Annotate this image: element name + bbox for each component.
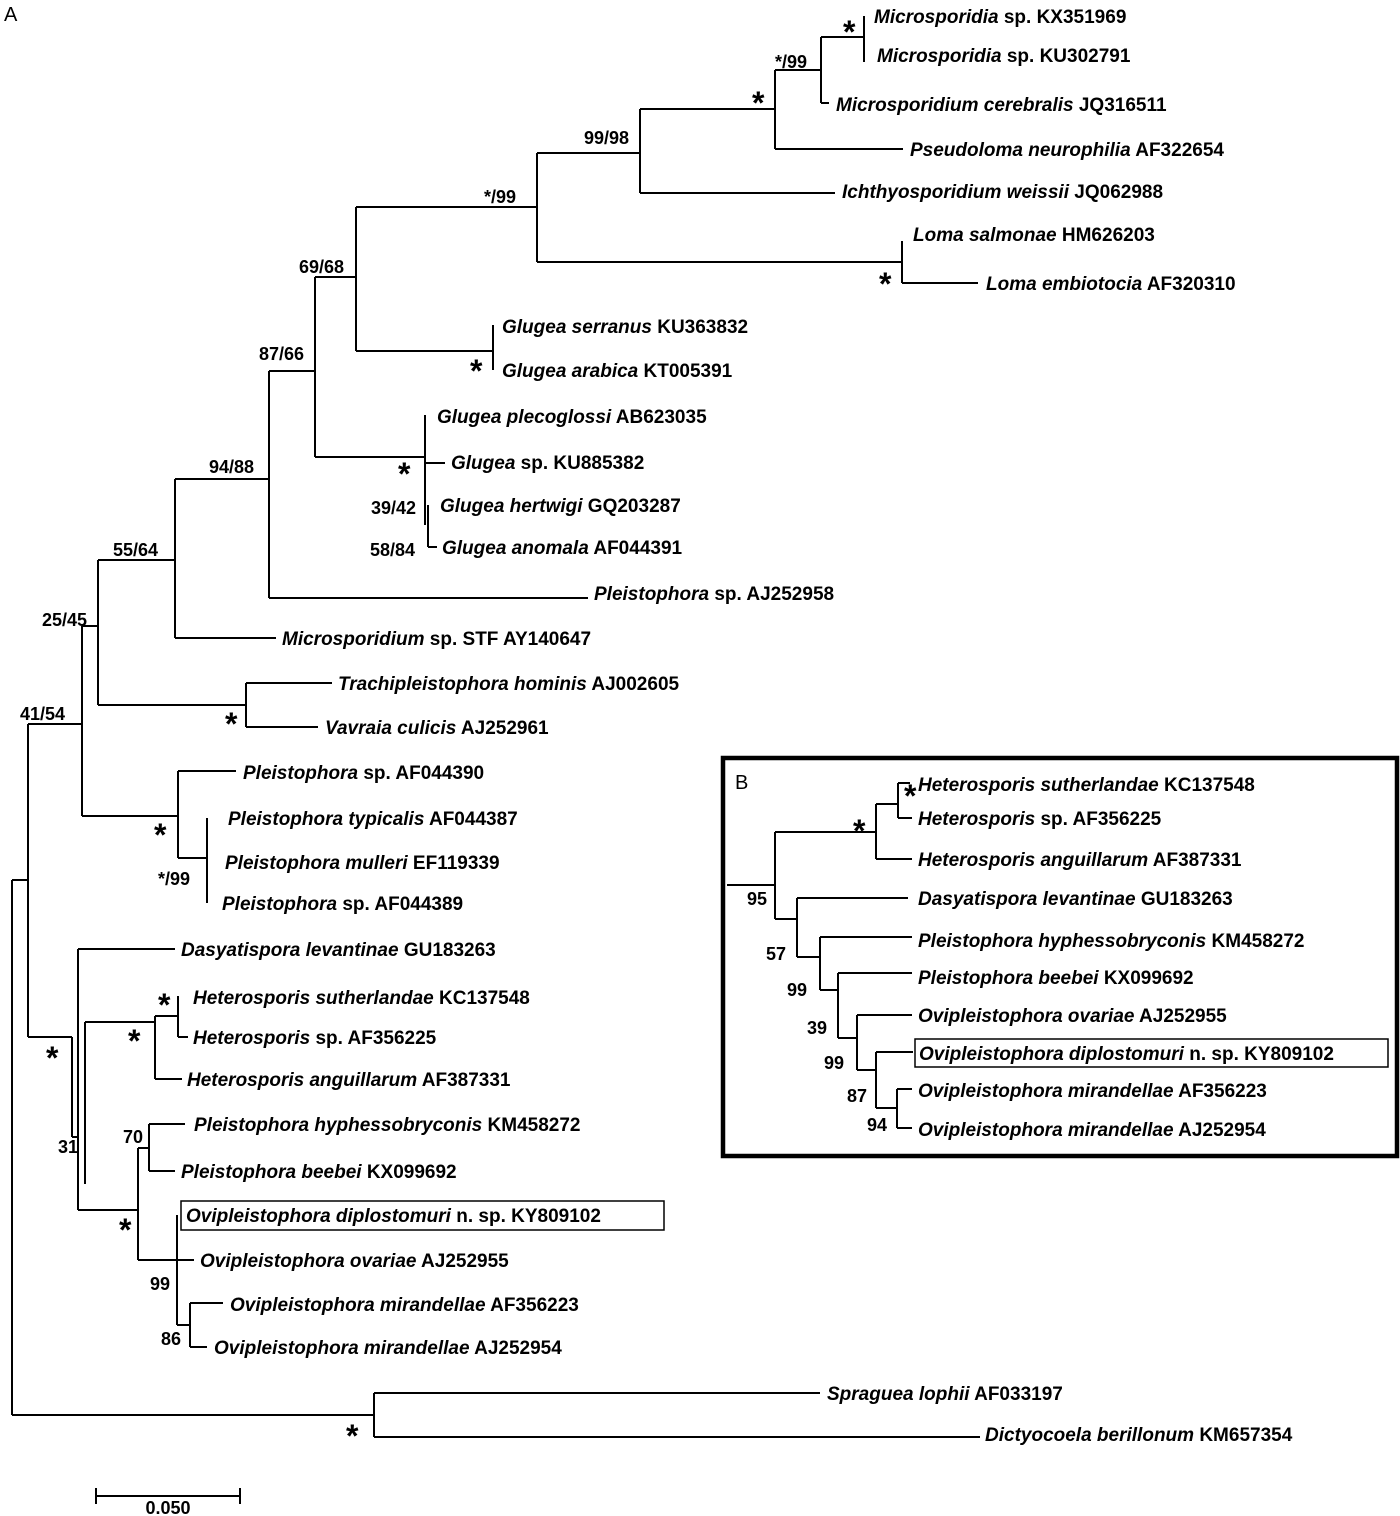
taxon-label: Heterosporis sp. AF356225: [193, 1028, 437, 1049]
support-value: 94/88: [209, 457, 254, 477]
support-value: 99: [150, 1274, 170, 1294]
support-value: 99/98: [584, 128, 629, 148]
panel-b-branches: [727, 782, 913, 1129]
support-value: 99: [824, 1053, 844, 1073]
support-value: */99: [158, 869, 190, 889]
support-value: 86: [161, 1329, 181, 1349]
support-value: 57: [766, 944, 786, 964]
taxon-label: Microsporidia sp. KX351969: [874, 7, 1126, 28]
support-value: *: [843, 14, 856, 50]
support-value: 94: [867, 1115, 887, 1135]
panel-a-taxa: Microsporidia sp. KX351969 Microsporidia…: [180, 7, 1293, 1446]
taxon-label: Spraguea lophii AF033197: [827, 1384, 1063, 1405]
taxon-label: Pleistophora hyphessobryconis KM458272: [918, 931, 1304, 952]
taxon-label: Glugea serranus KU363832: [502, 317, 748, 338]
taxon-label: Heterosporis sutherlandae KC137548: [918, 775, 1255, 796]
support-value: 87: [847, 1086, 867, 1106]
support-value: *: [398, 456, 411, 492]
panel-a-support-values: * */99 * 99/98 */99 * 69/68 * 87/66 * 39…: [20, 14, 892, 1454]
support-value: *: [879, 266, 892, 302]
taxon-label: Trachipleistophora hominis AJ002605: [338, 674, 680, 695]
taxon-label: Loma salmonae HM626203: [913, 225, 1155, 246]
taxon-label: Ichthyosporidium weissii JQ062988: [842, 182, 1163, 203]
support-value: *: [752, 85, 765, 121]
taxon-label: Ovipleistophora mirandellae AJ252954: [214, 1338, 562, 1359]
taxon-label: Heterosporis sutherlandae KC137548: [193, 988, 530, 1009]
support-value: 99: [787, 980, 807, 1000]
support-value: *: [128, 1023, 141, 1059]
support-value: *: [904, 778, 917, 814]
taxon-label: Vavraia culicis AJ252961: [325, 718, 549, 739]
support-value: 39: [807, 1018, 827, 1038]
support-value: 70: [123, 1127, 143, 1147]
support-value: *: [119, 1212, 132, 1248]
support-value: 39/42: [371, 498, 416, 518]
support-value: 69/68: [299, 257, 344, 277]
support-value: *: [470, 353, 483, 389]
taxon-label: Ovipleistophora mirandellae AJ252954: [918, 1120, 1266, 1141]
panel-a-branches: [11, 16, 980, 1438]
taxon-label: Microsporidia sp. KU302791: [877, 46, 1131, 67]
taxon-label: Glugea plecoglossi AB623035: [437, 407, 707, 428]
support-value: 58/84: [370, 540, 415, 560]
taxon-label: Heterosporis anguillarum AF387331: [187, 1070, 511, 1091]
taxon-label-new-species: Ovipleistophora diplostomuri n. sp. KY80…: [186, 1206, 601, 1227]
taxon-label: Heterosporis anguillarum AF387331: [918, 850, 1242, 871]
new-species-highlight-box: [914, 1038, 1389, 1068]
taxon-label: Glugea arabica KT005391: [502, 361, 733, 382]
scale-bar-label: 0.050: [145, 1498, 190, 1516]
support-value: */99: [484, 187, 516, 207]
taxon-label: Dasyatispora levantinae GU183263: [181, 940, 496, 961]
support-value: 25/45: [42, 610, 87, 630]
taxon-label: Pleistophora mulleri EF119339: [225, 853, 500, 874]
taxon-label: Ovipleistophora mirandellae AF356223: [230, 1295, 579, 1316]
support-value: *: [154, 817, 167, 853]
taxon-label: Dictyocoela berillonum KM657354: [985, 1425, 1293, 1446]
taxon-label: Pleistophora hyphessobryconis KM458272: [194, 1115, 580, 1136]
taxon-label: Pleistophora beebei KX099692: [918, 968, 1194, 989]
taxon-label: Loma embiotocia AF320310: [986, 274, 1236, 295]
taxon-label: Ovipleistophora ovariae AJ252955: [200, 1251, 509, 1272]
support-value: */99: [775, 52, 807, 72]
support-value: 41/54: [20, 704, 65, 724]
support-value: 95: [747, 889, 767, 909]
taxon-label: Glugea anomala AF044391: [442, 538, 683, 559]
scale-bar: 0.050: [95, 1488, 241, 1516]
panel-a-letter: A: [4, 4, 18, 26]
taxon-label: Glugea sp. KU885382: [451, 453, 644, 474]
taxon-label: Pleistophora beebei KX099692: [181, 1162, 457, 1183]
support-value: *: [46, 1040, 59, 1076]
panel-b-taxa: Heterosporis sutherlandae KC137548 Heter…: [914, 775, 1389, 1141]
support-value: 55/64: [113, 540, 158, 560]
taxon-label: Microsporidium sp. STF AY140647: [282, 629, 591, 650]
panel-b-letter: B: [735, 772, 748, 794]
taxon-label: Pleistophora sp. AF044389: [222, 894, 463, 915]
support-value: *: [346, 1418, 359, 1454]
taxon-label: Pleistophora typicalis AF044387: [228, 809, 518, 830]
taxon-label: Pleistophora sp. AF044390: [243, 763, 484, 784]
support-value: *: [225, 706, 238, 742]
taxon-label: Microsporidium cerebralis JQ316511: [836, 95, 1167, 116]
taxon-label: Dasyatispora levantinae GU183263: [918, 889, 1233, 910]
panel-b: B: [720, 755, 1400, 1159]
taxon-label: Heterosporis sp. AF356225: [918, 809, 1162, 830]
support-value: 31: [58, 1137, 78, 1157]
panel-b-frame: [720, 755, 1400, 1159]
taxon-label: Glugea hertwigi GQ203287: [440, 496, 681, 517]
taxon-label: Pseudoloma neurophilia AF322654: [910, 140, 1224, 161]
new-species-highlight-box: [180, 1200, 665, 1231]
panel-b-support-values: * * 95 57 99 39 99 87 94: [747, 778, 917, 1135]
taxon-label: Ovipleistophora mirandellae AF356223: [918, 1081, 1267, 1102]
support-value: *: [158, 987, 171, 1023]
taxon-label-new-species: Ovipleistophora diplostomuri n. sp. KY80…: [919, 1044, 1334, 1065]
support-value: *: [853, 813, 866, 849]
taxon-label: Ovipleistophora ovariae AJ252955: [918, 1006, 1227, 1027]
support-value: 87/66: [259, 344, 304, 364]
taxon-label: Pleistophora sp. AJ252958: [594, 584, 834, 605]
